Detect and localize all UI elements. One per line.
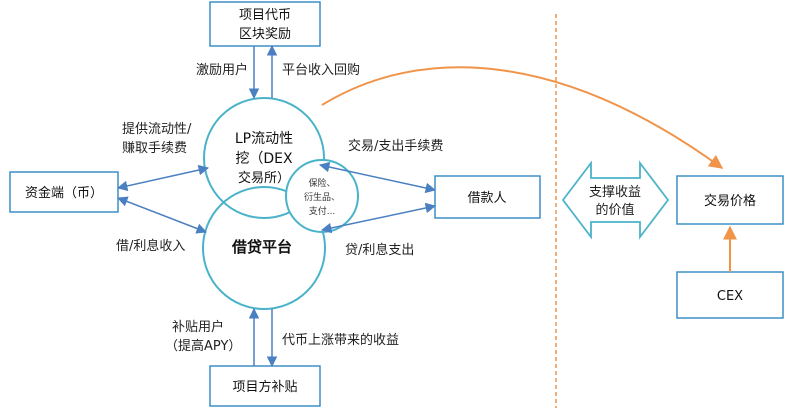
provide-liquidity-line2: 赚取手续费 [122,140,187,156]
fund-side-box [9,171,119,213]
project-subsidy-box [209,365,321,407]
borrower-box [434,175,541,219]
interest-income-arrow [117,196,207,234]
project-token-box [209,1,321,47]
support-value-line1: 支撑收益 [589,185,641,200]
cex-label: CEX [717,289,743,304]
subsidize-users-line1: 补贴用户 [172,319,224,335]
overlap-line1: 保险、 [308,177,335,189]
project-subsidy-label: 项目方补贴 [232,379,297,395]
subsidize-users-line2: （提高APY） [165,338,241,354]
platform-buyback-label: 平台收入回购 [282,62,360,78]
lp-mining-line3: 交易所） [238,170,290,186]
provide-liquidity-line1: 提供流动性/ [122,121,192,137]
lp-mining-line2: 挖（DEX [235,151,293,167]
trade-price-label: 交易价格 [704,193,756,209]
borrower-label: 借款人 [467,191,506,206]
trade-fees-label: 交易/支出手续费 [348,138,443,154]
price-influence-curve [321,66,724,169]
loan-interest-arrow [320,202,437,234]
trade-price-box [676,175,784,225]
support-value-double-arrow [561,160,670,240]
lp-mining-line1: LP流动性 [235,131,293,147]
support-value-line2: 的价值 [595,202,634,218]
lp-mining-circle [203,97,325,219]
project-token-line2: 区块奖励 [239,27,291,42]
token-gains-label: 代币上涨带来的收益 [282,332,399,348]
overlap-line3: 支付... [309,205,336,217]
cex-box [676,271,784,319]
trade-fees-arrow [318,161,437,194]
loan-interest-label: 贷/利息支出 [345,242,414,258]
incentive-users-label: 激励用户 [196,62,248,78]
fund-side-label: 资金端（币） [25,185,103,201]
lending-label: 借贷平台 [231,238,292,256]
lending-circle [202,186,326,310]
project-token-line1: 项目代币 [239,8,291,23]
overlap-line2: 衍生品、 [304,191,340,203]
provide-liquidity-arrow [116,164,210,192]
interest-income-label: 借/利息收入 [116,238,185,254]
